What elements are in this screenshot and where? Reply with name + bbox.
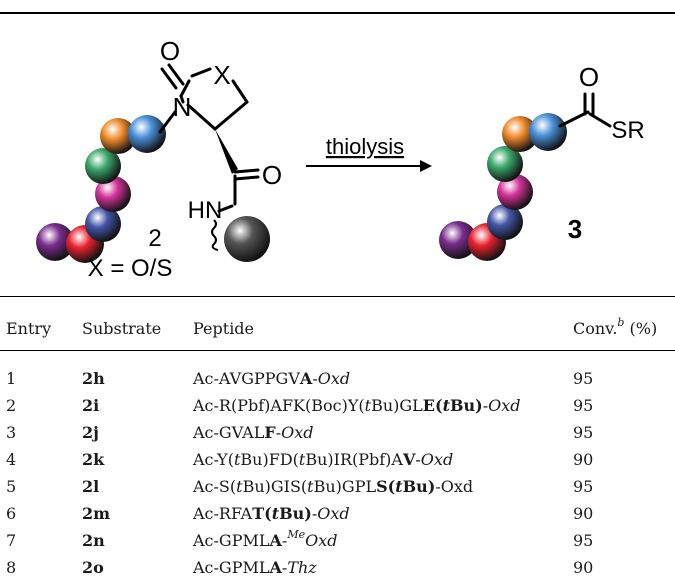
entry-cell: 8 [6,558,17,577]
peptide-row-2: Ac-R(Pbf)AFK(Boc)Y(tBu)GLE(tBu)-Oxd [0,392,675,420]
substrate-number: 2 [148,225,161,252]
header-bottom-rule [0,350,675,351]
bead-orange [100,118,136,154]
entry-cell: 7 [6,531,17,550]
arrow-label: thiolysis [326,134,404,159]
peptide-3: Ac-GVALF-Oxd [193,423,314,442]
conversion-cell: 95 [573,369,594,388]
table-row: 3 2j 95 [0,419,675,447]
peptide-row-6: Ac-RFAT(tBu)-Oxd [0,500,675,528]
product-peptide-beads [439,113,567,261]
bead-green [487,146,523,182]
peptide-8: Ac-GPMLA-Thz [193,558,317,577]
substrate-cell: 2m [82,504,111,523]
table-row: 2 2i 95 [0,392,675,420]
bead-green [85,148,121,184]
substrate-cell: 2l [82,477,100,496]
bead-pink [95,176,131,212]
thioester-sr: SR [611,117,644,144]
arrowhead [420,160,432,172]
substrate-skeleton [158,63,260,213]
bead-orange [502,116,538,152]
amide-nh: HN [188,197,223,224]
peptide-row-4: Ac-Y(tBu)FD(tBu)IR(Pbf)AV-Oxd [0,446,675,474]
conversion-cell: 95 [573,423,594,442]
table-header: Entry Substrate Peptide Conv.b (%) [0,315,675,343]
substrate-cell: 2o [82,558,104,577]
table-row: 5 2l 95 [0,473,675,501]
wedge-bond [215,129,238,174]
substrate-cell: 2i [82,396,100,415]
entry-cell: 2 [6,396,17,415]
substrate-cell: 2h [82,369,105,388]
header-top-rule [0,296,675,297]
peptide-7: Ac-GPMLA-MeOxd [193,527,338,550]
entry-cell: 5 [6,477,17,496]
ring-oxygen: O [160,36,180,66]
peptide-row-5: Ac-S(tBu)GIS(tBu)GPLS(tBu)-Oxd [0,473,675,501]
conversion-cell: 95 [573,477,594,496]
bead-purple [439,221,477,259]
ring-nitrogen: N [173,92,192,122]
header-peptide: Peptide [193,319,255,338]
table-row: 6 2m 90 [0,500,675,528]
bead-lightblue [529,113,567,151]
product-skeleton [558,92,612,128]
bead-purple [36,223,74,261]
peptide-row-7: Ac-GPMLA-MeOxd [0,527,675,555]
substrate-cell: 2n [82,531,105,550]
entry-cell: 6 [6,504,17,523]
table-row: 8 2o 90 [0,554,675,582]
conversion-cell: 95 [573,531,594,550]
bead-pink [497,174,533,210]
peptide-1: Ac-AVGPPGVA-Oxd [193,369,351,388]
peptide-2: Ac-R(Pbf)AFK(Boc)Y(tBu)GLE(tBu)-Oxd [193,396,521,415]
header-substrate: Substrate [82,319,162,338]
product-number: 3 [568,214,582,244]
substrate-cell: 2j [82,423,99,442]
peptide-row-3: Ac-GVALF-Oxd [0,419,675,447]
ring-x: X [213,60,230,90]
conversion-cell: 90 [573,504,594,523]
bead-blue [85,206,121,242]
amide-oxygen: O [262,160,282,190]
wavy-bond [211,219,219,251]
table-row: 4 2k 90 [0,446,675,474]
top-rule [0,12,675,14]
table-row: 7 2n 95 [0,527,675,555]
entry-cell: 4 [6,450,17,469]
conversion-cell: 90 [573,450,594,469]
peptide-5: Ac-S(tBu)GIS(tBu)GPLS(tBu)-Oxd [193,477,474,496]
peptide-row-8: Ac-GPMLA-Thz [0,554,675,582]
bead-blue [487,204,523,240]
reaction-scheme: O X N O HN 2 X = O/S thiolysis O SR 3 [36,36,645,282]
peptide-6: Ac-RFAT(tBu)-Oxd [193,504,350,523]
substrate-cell: 2k [82,450,105,469]
conversion-cell: 95 [573,396,594,415]
entry-cell: 1 [6,369,17,388]
peptide-row-1: Ac-AVGPPGVA-Oxd [0,365,675,393]
conversion-cell: 90 [573,558,594,577]
entry-cell: 3 [6,423,17,442]
bead-lightblue [128,115,166,153]
header-conversion: Conv.b (%) [573,315,658,338]
peptide-4: Ac-Y(tBu)FD(tBu)IR(Pbf)AV-Oxd [193,450,454,469]
x-definition: X = O/S [88,255,173,282]
header-entry: Entry [6,319,52,338]
product-oxygen: O [579,62,599,92]
table-row: 1 2h 95 [0,365,675,393]
bead-grey-support [224,216,270,262]
substrate-peptide-beads [36,115,270,263]
